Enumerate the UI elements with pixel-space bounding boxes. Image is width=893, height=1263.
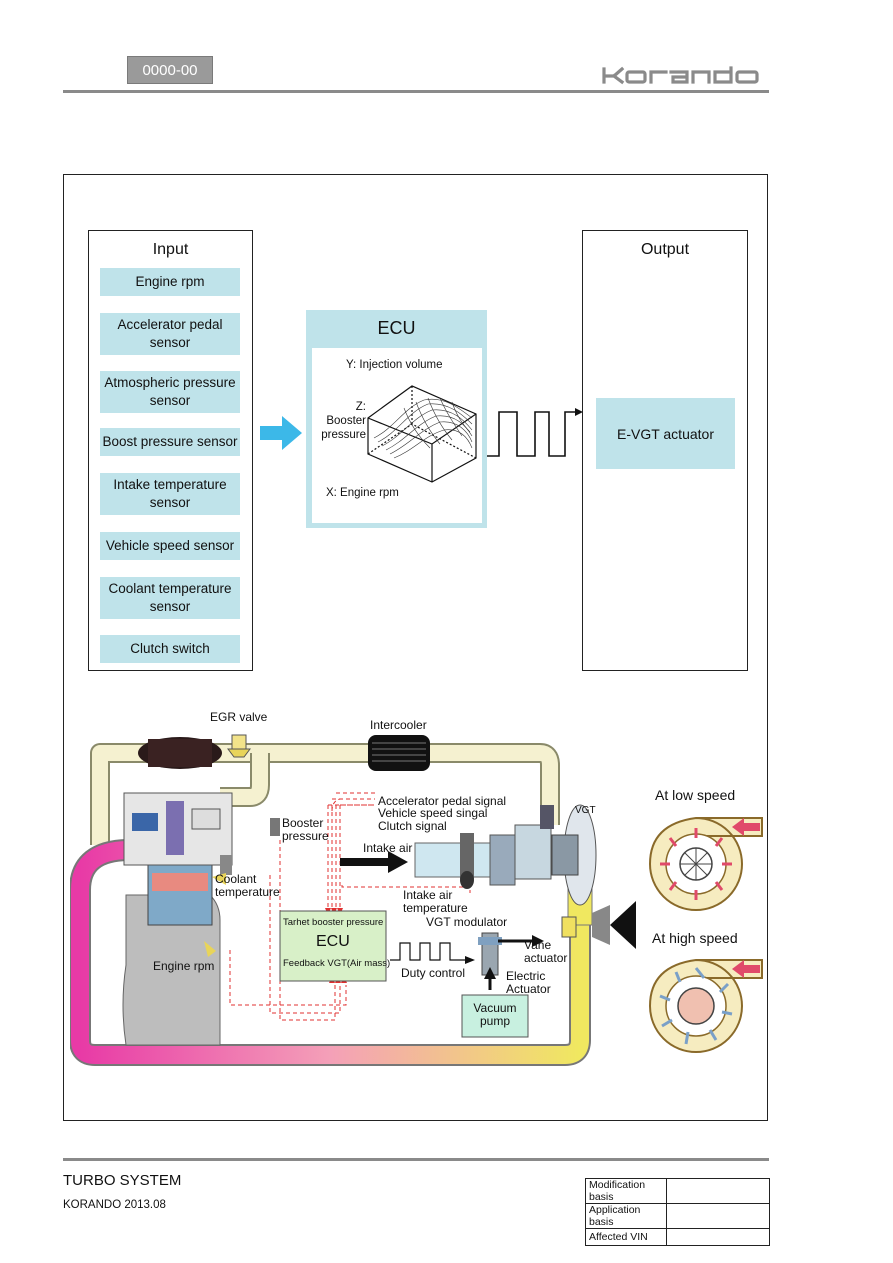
table-cell-value — [666, 1178, 770, 1204]
ecu-target-label: Tarhet booster pressure — [283, 917, 384, 928]
ecu-panel: ECU Y: Injection volume Z: Booster press… — [306, 310, 487, 528]
input-item: Boost pressure sensor — [100, 428, 240, 456]
output-title: Output — [640, 241, 690, 258]
booster-pressure-label: Booster pressure — [282, 816, 329, 843]
table-row: Affected VIN — [585, 1228, 770, 1246]
brand-logo — [600, 62, 770, 86]
page-code: 0000-00 — [127, 56, 213, 84]
input-item: Intake temperature sensor — [100, 473, 240, 515]
input-item: Atmospheric pressure sensor — [100, 371, 240, 413]
ecu-feedback-label: Feedback VGT(Air mass) — [283, 958, 391, 969]
signal-label: Vehicle speed singal — [378, 806, 488, 820]
egr-valve-label: EGR valve — [210, 710, 268, 724]
intercooler-label: Intercooler — [370, 718, 427, 732]
table-cell-label: Application basis — [585, 1203, 667, 1229]
ecu-title: ECU — [377, 318, 416, 338]
input-item: Vehicle speed sensor — [100, 532, 240, 560]
low-speed-label: At low speed — [655, 787, 736, 803]
header-rule — [63, 90, 769, 93]
signal-label: Clutch signal — [378, 819, 447, 833]
evgt-actuator-box: E-VGT actuator — [596, 398, 735, 469]
high-speed-turbine-icon — [648, 959, 763, 1053]
input-item: Engine rpm — [100, 268, 240, 296]
input-panel: Input Engine rpm Accelerator pedal senso… — [88, 230, 253, 671]
table-row: Modification basis — [585, 1178, 770, 1204]
high-speed-label: At high speed — [652, 930, 738, 946]
ecu-z-label: Z: Booster pressure — [321, 401, 366, 441]
ecu-x-label: X: Engine rpm — [326, 487, 399, 499]
footer-rule — [63, 1158, 769, 1161]
turbo-system-diagram — [70, 734, 636, 1066]
vane-actuator-label: Vane actuator — [524, 938, 568, 965]
engine-rpm-label: Engine rpm — [153, 959, 215, 973]
coolant-temperature-label: Coolant temperature — [215, 872, 280, 899]
table-row: Application basis — [585, 1203, 770, 1229]
system-ecu-title: ECU — [316, 933, 350, 950]
footer-title: TURBO SYSTEM — [63, 1172, 182, 1189]
intake-air-label: Intake air — [363, 841, 413, 855]
figure-frame — [63, 174, 768, 1121]
table-cell-value — [666, 1203, 770, 1229]
modification-table: Modification basis Application basis Aff… — [585, 1178, 770, 1246]
ecu-y-label: Y: Injection volume — [346, 359, 443, 371]
input-to-ecu-arrow-icon — [260, 416, 302, 450]
intake-air-temperature-label: Intake air temperature — [403, 888, 468, 915]
ecu-3d-map-icon — [367, 385, 477, 483]
pwm-signal-icon — [487, 408, 583, 457]
vgt-modulator-label: VGT modulator — [426, 915, 508, 929]
table-cell-value — [666, 1228, 770, 1246]
vacuum-pump-label: Vacuum pump — [473, 1001, 517, 1028]
duty-control-label: Duty control — [401, 966, 466, 980]
table-cell-label: Affected VIN — [585, 1228, 667, 1246]
ecu-map-area: Y: Injection volume Z: Booster pressure … — [312, 348, 482, 523]
table-cell-label: Modification basis — [585, 1178, 667, 1204]
footer-subtitle: KORANDO 2013.08 — [63, 1199, 166, 1211]
input-item: Coolant temperature sensor — [100, 577, 240, 619]
signal-label: Accelerator pedal signal — [378, 794, 507, 808]
input-title: Input — [152, 241, 189, 258]
input-item: Clutch switch — [100, 635, 240, 663]
input-item: Accelerator pedal sensor — [100, 313, 240, 355]
low-speed-turbine-icon — [648, 817, 763, 911]
electric-actuator-label: Electric Actuator — [506, 969, 551, 996]
vgt-label: VGT — [575, 805, 596, 816]
